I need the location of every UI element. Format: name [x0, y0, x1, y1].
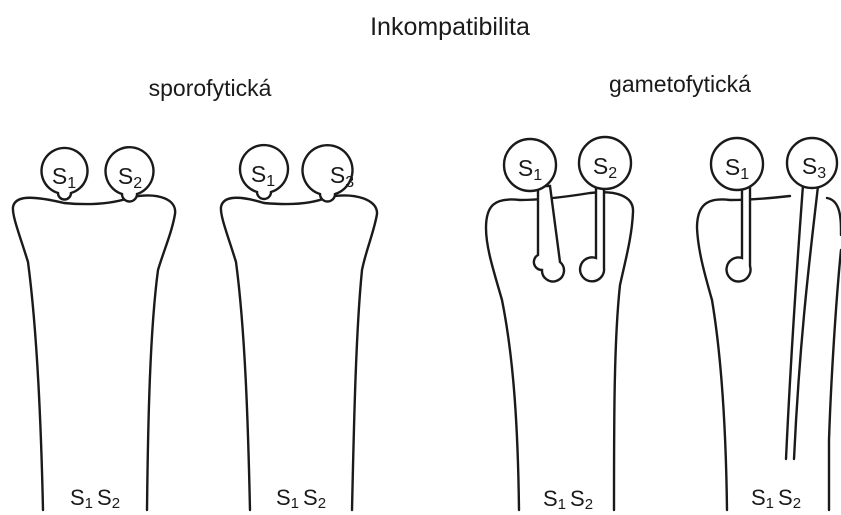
pollen-grain: S1	[711, 138, 763, 190]
pistil-outline	[827, 198, 841, 235]
pollen-grain: S1	[240, 145, 288, 199]
pollen-tube	[794, 186, 818, 459]
pistil-outline	[221, 196, 377, 510]
pistil-outline	[486, 192, 633, 510]
pollen-tube	[534, 186, 564, 281]
pistil-outline	[13, 196, 175, 510]
diagram-title: Inkompatibilita	[370, 13, 530, 41]
pollen-grain: S3	[303, 145, 355, 201]
pollen-grain: S1	[504, 139, 556, 191]
pollen-grain: S2	[579, 137, 631, 189]
gametophytic-label: gametofytická	[609, 71, 751, 97]
sporophytic-label: sporofytická	[149, 75, 272, 101]
pistil-outline	[829, 250, 841, 510]
pollen-grain: S3	[787, 138, 837, 188]
pollen-grain: S2	[105, 147, 153, 201]
pollen-tube	[580, 186, 604, 281]
pollen-grain: S1	[42, 148, 88, 200]
pollen-tube	[786, 185, 803, 459]
